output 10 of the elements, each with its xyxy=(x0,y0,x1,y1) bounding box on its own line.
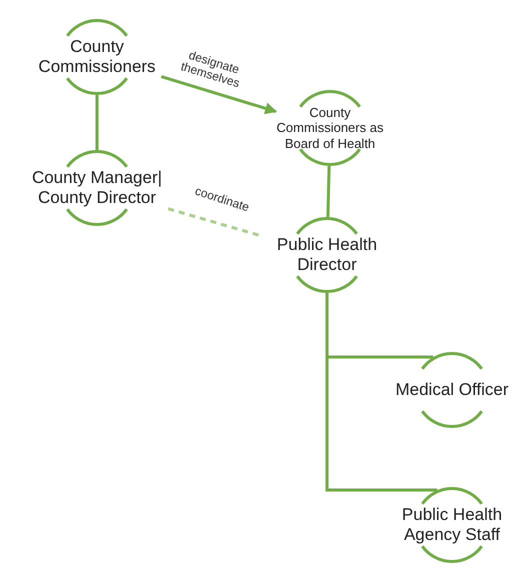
node-label: County Manager| County Director xyxy=(30,168,164,208)
connector-line xyxy=(326,293,438,492)
node-label: Public Health Director xyxy=(276,234,378,276)
node-label: County Commissioners xyxy=(37,36,157,78)
connector-line xyxy=(96,95,98,150)
node-label: Public Health Agency Staff xyxy=(400,504,504,546)
connector-line xyxy=(326,166,331,218)
arrow xyxy=(160,75,278,114)
node-label: County Commissioners as Board of Health xyxy=(276,104,384,152)
node-label: Medical Officer xyxy=(395,380,509,400)
